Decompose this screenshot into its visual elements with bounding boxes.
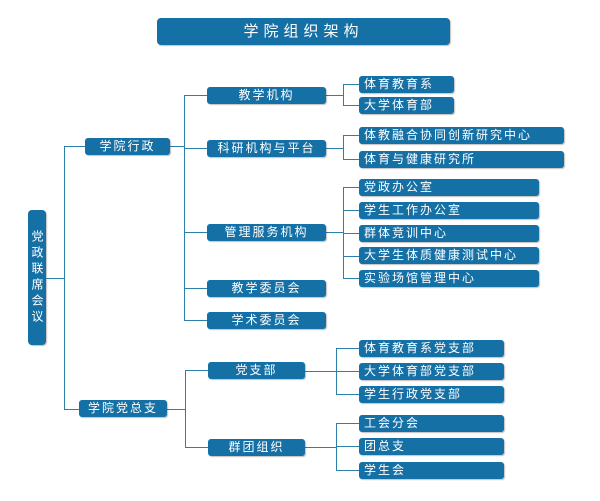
connector [46, 278, 64, 279]
node-leaf: 大学体育部党支部 [359, 363, 504, 380]
connector [343, 187, 359, 188]
node-root: 党政联席会议 [28, 210, 46, 345]
node-leaf: 体育教育系 [359, 76, 454, 93]
node-leaf: 大学体育部 [359, 97, 454, 114]
node-leaf: 党政办公室 [359, 179, 539, 196]
connector [326, 232, 343, 233]
connector [336, 423, 359, 424]
node-leaf: 体育与健康研究所 [359, 151, 564, 168]
connector [336, 348, 359, 349]
connector [170, 146, 184, 147]
node-research: 科研机构与平台 [207, 140, 326, 157]
connector [184, 320, 207, 321]
connector [343, 105, 359, 106]
chart-title: 学院组织架构 [157, 18, 450, 45]
connector [64, 409, 79, 410]
connector [184, 95, 185, 321]
node-leaf: 实验场馆管理中心 [359, 270, 539, 287]
connector [343, 159, 359, 160]
connector [184, 95, 207, 96]
connector [343, 278, 359, 279]
connector [185, 370, 186, 448]
node-academic-committee: 学术委员会 [207, 312, 326, 329]
node-teaching-committee: 教学委员会 [207, 280, 326, 297]
connector [343, 233, 359, 234]
connector [185, 370, 208, 371]
connector [336, 470, 359, 471]
connector [64, 146, 85, 147]
connector [343, 210, 359, 211]
node-party: 学院党总支 [79, 400, 167, 417]
connector [184, 288, 207, 289]
connector [343, 135, 359, 136]
node-admin: 学院行政 [85, 138, 170, 155]
connector [184, 232, 207, 233]
connector [185, 447, 208, 448]
connector [336, 371, 359, 372]
node-leaf: 工会分会 [359, 415, 504, 432]
connector [64, 146, 65, 410]
connector [326, 148, 343, 149]
node-leaf: 大学生体质健康测试中心 [359, 247, 539, 264]
connector [343, 84, 359, 85]
node-management: 管理服务机构 [207, 224, 326, 241]
node-mass-orgs: 群团组织 [208, 439, 305, 456]
connector [343, 135, 344, 160]
connector [343, 256, 359, 257]
connector [343, 84, 344, 106]
connector [167, 409, 185, 410]
connector [184, 148, 207, 149]
node-leaf: 群体竞训中心 [359, 225, 539, 242]
connector [305, 447, 336, 448]
node-leaf: 体教融合协同创新研究中心 [359, 127, 564, 144]
node-party-branches: 党支部 [208, 362, 305, 379]
node-leaf: 体育教育系党支部 [359, 340, 504, 357]
node-leaf: 学生行政党支部 [359, 386, 504, 403]
node-leaf: 学生会 [359, 462, 504, 479]
connector [305, 371, 336, 372]
node-leaf: 学生工作办公室 [359, 202, 539, 219]
node-leaf: 团总支 [359, 438, 504, 455]
node-teaching: 教学机构 [207, 87, 326, 104]
connector [326, 95, 343, 96]
connector [336, 394, 359, 395]
connector [336, 446, 359, 447]
